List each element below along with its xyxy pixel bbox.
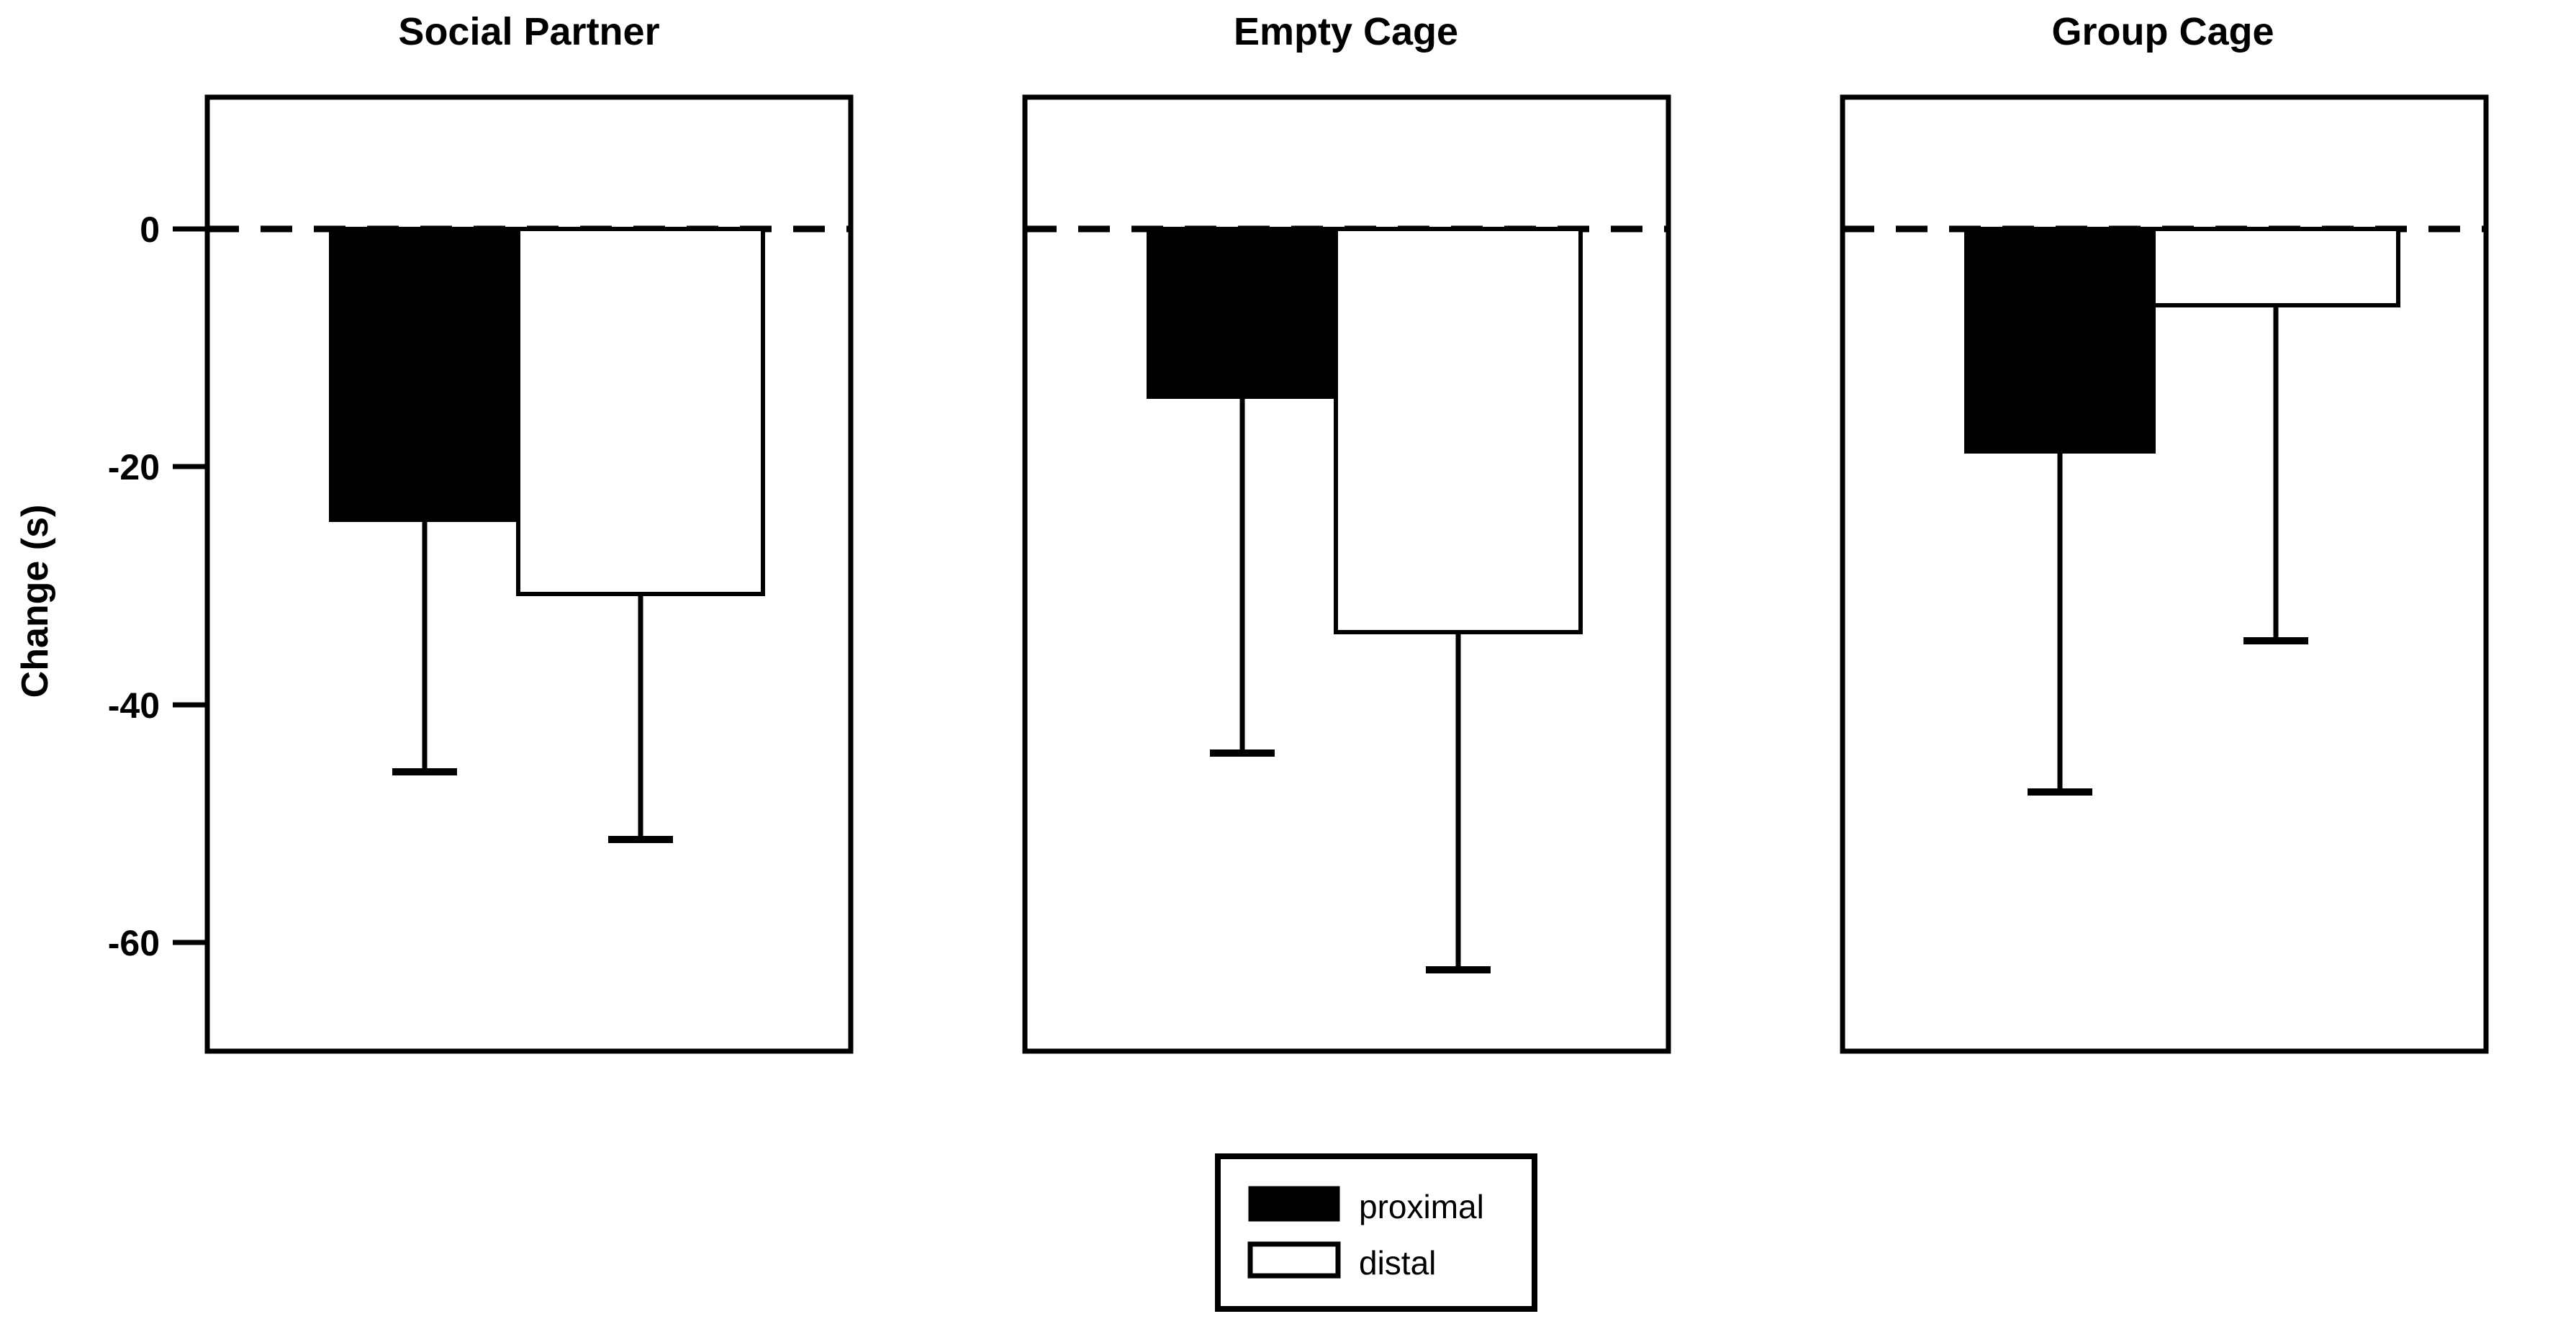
panel-frame-group-cage — [1840, 94, 2489, 1054]
panel-title-social-partner: Social Partner — [398, 10, 659, 53]
legend-label-proximal: proximal — [1359, 1188, 1484, 1225]
y-tick-label-minus20: -20 — [108, 447, 160, 487]
bar-distal-empty-cage — [1334, 227, 1583, 634]
bar-proximal-empty-cage — [1147, 227, 1338, 399]
panel-title-empty-cage: Empty Cage — [1234, 10, 1458, 53]
y-axis-title: Change (s) — [14, 505, 56, 698]
legend-label-distal: distal — [1359, 1244, 1436, 1282]
y-axis-title-group: Change (s) — [14, 505, 56, 698]
y-tick-label-minus60: -60 — [108, 923, 160, 963]
legend-border — [1215, 1153, 1537, 1312]
panel-social-partner: Social Partner — [204, 10, 854, 1054]
bar-distal-group-cage — [2151, 227, 2400, 307]
y-tick-label-0: 0 — [140, 210, 160, 250]
legend: proximal distal — [1215, 1153, 1537, 1312]
y-tick-label-minus40: -40 — [108, 685, 160, 726]
legend-swatch-proximal — [1248, 1186, 1340, 1222]
bar-proximal-group-cage — [1964, 227, 2156, 454]
panel-frame-social-partner — [204, 94, 854, 1054]
legend-swatch-distal — [1247, 1241, 1341, 1279]
panel-title-group-cage: Group Cage — [2051, 10, 2274, 53]
panel-empty-cage: Empty Cage — [1022, 10, 1671, 1054]
panel-frame-empty-cage — [1022, 94, 1671, 1054]
bar-distal-social-partner — [516, 227, 765, 596]
panel-group-cage: Group Cage — [1840, 10, 2489, 1054]
bar-proximal-social-partner — [329, 227, 520, 522]
